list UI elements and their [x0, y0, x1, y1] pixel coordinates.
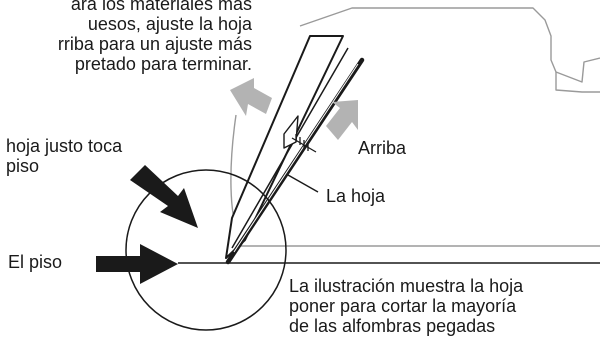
blade-touch-label: hoja justo toca piso: [6, 136, 122, 176]
magnifier-circle: [125, 169, 287, 331]
floor-label: El piso: [8, 252, 63, 272]
caption-line: de las alfombras pegadas: [289, 316, 496, 336]
instruction-line: rriba para un ajuste más: [57, 34, 252, 54]
caption-line: poner para cortar la mayoría: [289, 296, 517, 316]
push-arrow-icon: [230, 78, 272, 116]
floor-arrow-icon: [96, 244, 178, 284]
blade-touch-line: hoja justo toca: [6, 136, 123, 156]
blade-inner-line: [231, 47, 349, 249]
instruction-line: ara los materiales más: [70, 0, 252, 14]
arriba-label: Arriba: [358, 138, 407, 158]
blade-touch-line: piso: [6, 156, 40, 176]
instruction-line: uesos, ajuste la hoja: [87, 14, 252, 34]
instruction-line: pretado para terminar.: [74, 54, 252, 74]
caption-text: La ilustración muestra la hoja poner par…: [289, 276, 523, 336]
up-arrow-icon: [326, 100, 358, 140]
blade-assembly: [225, 35, 365, 265]
instruction-text: ara los materiales más uesos, ajuste la …: [0, 0, 252, 74]
blade-label: La hoja: [326, 186, 386, 206]
blade-edge: [225, 57, 365, 265]
blade-leader-line: [287, 174, 319, 193]
screw-icon: [291, 134, 309, 151]
touch-arrow-icon: [130, 165, 198, 228]
caption-line: La ilustración muestra la hoja: [289, 276, 524, 296]
blade-edge-highlight: [233, 63, 359, 253]
